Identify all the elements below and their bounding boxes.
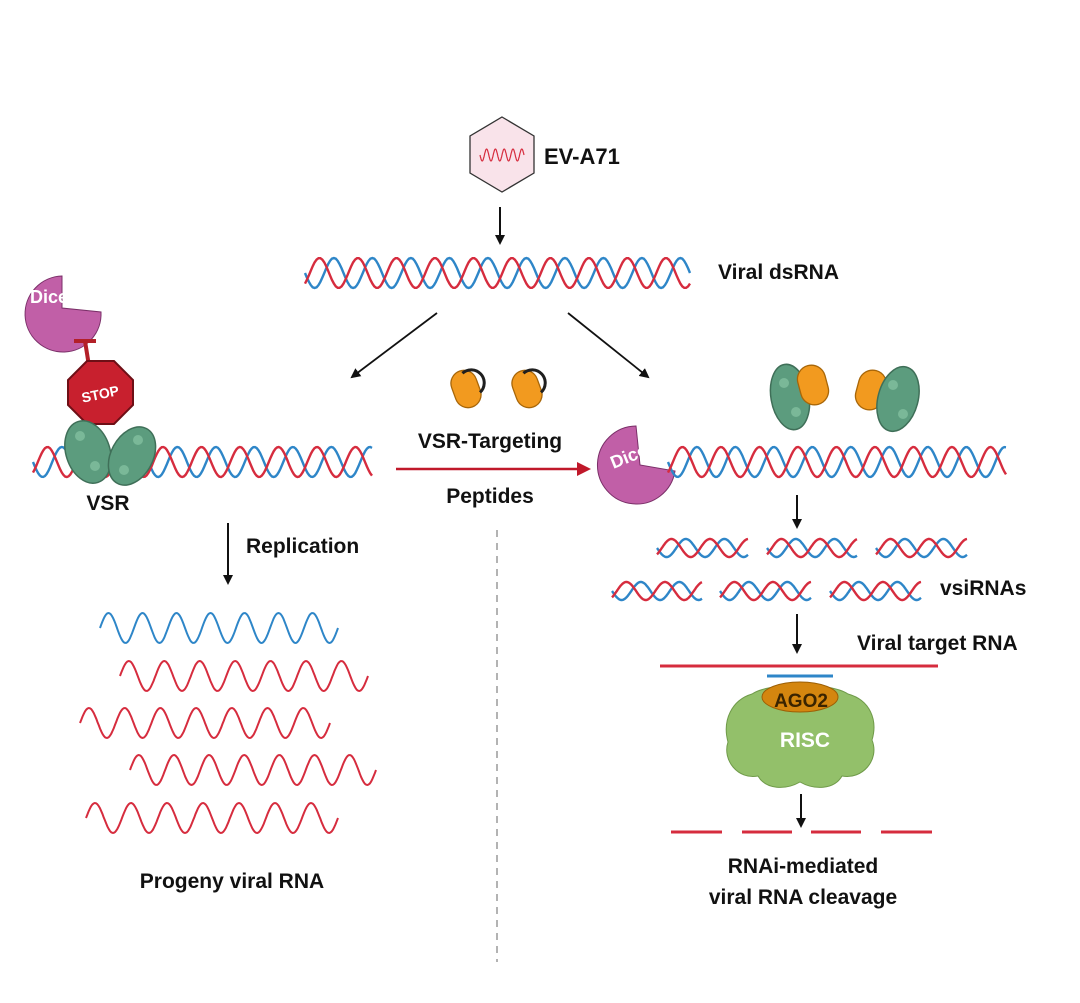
- stop-sign-icon: STOP: [67, 360, 134, 438]
- vsirna-fragment: [611, 580, 703, 602]
- progeny-label: Progeny viral RNA: [140, 870, 324, 893]
- vsirna-fragment: [766, 537, 858, 559]
- vsirna-fragment: [829, 580, 922, 602]
- dicer-right-icon: Dicer: [596, 425, 676, 505]
- vsirna-fragment: [656, 537, 749, 559]
- replication-label: Replication: [246, 535, 359, 558]
- progeny-strand: [129, 753, 377, 787]
- cleavage-label-line2: viral RNA cleavage: [709, 886, 897, 909]
- viral-dsrna-label: Viral dsRNA: [718, 261, 839, 284]
- peptides-label-line2: Peptides: [446, 485, 534, 508]
- dicer-bound-dsrna-helix: [666, 445, 1008, 479]
- viral-target-rna-label: Viral target RNA: [857, 632, 1018, 655]
- risc-label: RISC: [780, 729, 830, 752]
- progeny-strand: [99, 611, 339, 645]
- vsr-protein-icon: [64, 420, 157, 486]
- progeny-strand: [85, 801, 339, 835]
- vsirnas-label: vsiRNAs: [940, 577, 1026, 600]
- dicer-left-icon: Dicer: [24, 275, 102, 353]
- vsr-peptide-complex-icon: [769, 363, 830, 431]
- vsirna-fragment: [875, 537, 968, 559]
- vsirna-fragment: [719, 580, 812, 602]
- branch-arrow-right: [567, 312, 650, 379]
- branch-arrow-left: [350, 312, 438, 379]
- peptide-icon: [450, 368, 486, 409]
- vsr-peptide-complex-icon: [854, 365, 920, 433]
- stop-label: STOP: [80, 382, 120, 406]
- peptides-label-line1: VSR-Targeting: [418, 430, 562, 453]
- dicer-left-label: Dicer: [30, 287, 75, 307]
- ev-a71-virus-icon: [469, 116, 535, 193]
- ago2-label: AGO2: [774, 691, 828, 712]
- virus-label: EV-A71: [544, 144, 620, 169]
- vsr-label: VSR: [86, 492, 129, 515]
- progeny-strand: [119, 659, 369, 693]
- progeny-strand: [79, 706, 331, 740]
- peptide-icon: [511, 368, 547, 409]
- risc-complex-icon: [725, 681, 875, 788]
- viral-dsrna-helix: [303, 256, 692, 290]
- cleavage-label-line1: RNAi-mediated: [728, 855, 879, 878]
